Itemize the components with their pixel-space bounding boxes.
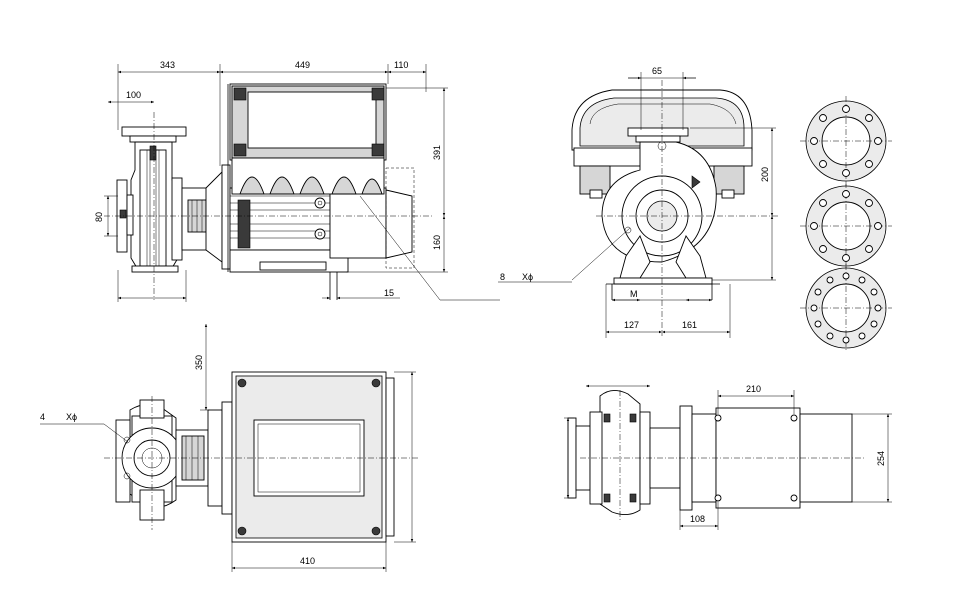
flange-detail-4-holes — [800, 96, 892, 186]
top-view-right — [567, 390, 866, 520]
dim-350: 350 — [194, 355, 204, 370]
dim-100: 100 — [126, 90, 141, 100]
flange-detail-8-holes — [800, 182, 892, 270]
dim-160: 160 — [432, 235, 442, 250]
callout-4-xphi: Xϕ — [66, 412, 77, 422]
dim-65: 65 — [652, 66, 662, 76]
flange-details — [800, 96, 892, 352]
dim-254: 254 — [876, 451, 886, 466]
flange-detail-12-holes — [800, 264, 892, 352]
dim-127: 127 — [624, 320, 639, 330]
front-view — [571, 80, 780, 336]
dim-15: 15 — [384, 288, 394, 298]
dim-449: 449 — [295, 60, 310, 70]
top-view — [40, 371, 420, 543]
side-view — [104, 83, 500, 301]
dim-161: 161 — [682, 320, 697, 330]
callout-8: 8 — [500, 272, 505, 282]
dim-210: 210 — [746, 384, 761, 394]
dim-M: M — [630, 289, 638, 299]
control-box-side — [227, 83, 387, 272]
dim-110: 110 — [394, 60, 408, 70]
dim-108: 108 — [690, 514, 705, 524]
pump-casing-side — [116, 126, 223, 273]
dim-80: 80 — [94, 212, 104, 222]
dim-200: 200 — [760, 167, 770, 182]
dim-391: 391 — [432, 145, 442, 160]
dimensions: 343 449 110 100 391 160 80 15 8 — [40, 60, 892, 572]
callout-4: 4 — [40, 412, 45, 422]
dim-410: 410 — [300, 556, 315, 566]
callout-8-xphi: Xϕ — [522, 272, 533, 282]
dim-343: 343 — [160, 60, 175, 70]
